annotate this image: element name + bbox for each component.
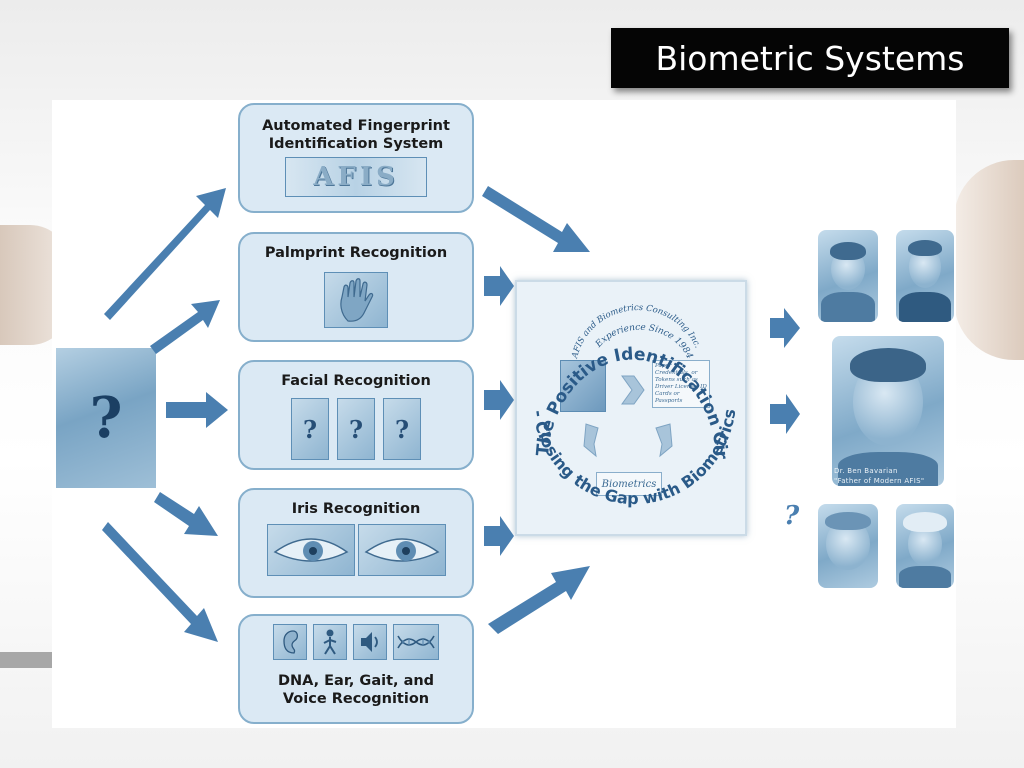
dna-thumbnail <box>393 624 439 660</box>
portrait-caption: Dr. Ben Bavarian "Father of Modern AFIS" <box>834 466 946 486</box>
method-title-dna-line1: DNA, Ear, Gait, and <box>277 673 435 689</box>
slide-title: Biometric Systems <box>611 28 1009 88</box>
eye-icon <box>364 538 439 562</box>
identification-circle-panel <box>515 280 747 536</box>
ear-icon <box>283 630 299 654</box>
eye-thumbnail-right <box>357 524 446 576</box>
portrait-photo-1 <box>818 230 878 322</box>
child-photo <box>818 504 878 588</box>
voice-thumbnail <box>353 624 387 660</box>
method-box-iris: Iris Recognition <box>238 488 474 598</box>
afis-thumbnail-text: AFIS <box>313 162 399 192</box>
palm-icon <box>340 278 374 322</box>
palm-thumbnail <box>324 272 388 328</box>
caption-name: Dr. Ben Bavarian <box>834 467 898 475</box>
portrait-photo-2 <box>896 230 954 322</box>
background-hand-right <box>954 160 1024 360</box>
dna-thumbnails <box>240 624 472 660</box>
afis-thumbnail: AFIS <box>285 157 427 197</box>
speaker-icon <box>361 632 378 652</box>
eye-thumbnail-left <box>266 524 355 576</box>
caption-subtitle: "Father of Modern AFIS" <box>834 477 925 485</box>
biometrics-label-box: Biometrics <box>596 472 662 496</box>
biometrics-label: Biometrics <box>601 478 657 490</box>
slide-title-text: Biometric Systems <box>655 38 965 78</box>
method-box-dna: DNA, Ear, Gait, and Voice Recognition <box>238 614 474 724</box>
method-box-palmprint: Palmprint Recognition <box>238 232 474 342</box>
face-question-mark-2: ? <box>348 414 364 444</box>
method-box-afis: Automated Fingerprint Identification Sys… <box>238 103 474 213</box>
portrait-photo-main <box>832 336 944 486</box>
unknown-question-mark: ? <box>89 385 123 451</box>
eye-icon <box>273 538 348 562</box>
face-thumbnail-3: ? <box>383 398 421 460</box>
ear-thumbnail <box>273 624 307 660</box>
face-thumbnail-2: ? <box>337 398 375 460</box>
face-question-mark-1: ? <box>302 414 318 444</box>
method-title-dna-line2: Voice Recognition <box>282 691 430 707</box>
method-title-dna: DNA, Ear, Gait, and Voice Recognition <box>240 672 472 708</box>
method-title-afis: Automated Fingerprint Identification Sys… <box>240 117 472 153</box>
walking-person-icon <box>323 629 337 655</box>
capped-person-photo <box>896 504 954 588</box>
facial-thumbnails: ? ? ? <box>240 398 472 460</box>
face-thumbnail-1: ? <box>291 398 329 460</box>
unknown-person-image: ? <box>56 348 156 488</box>
diagram-panel <box>52 100 956 728</box>
credential-note: Paper Credentials, or Tokens such as Dri… <box>652 360 710 408</box>
method-title-afis-line1: Automated Fingerprint <box>262 118 450 134</box>
iris-thumbnails <box>240 524 472 576</box>
gait-thumbnail <box>313 624 347 660</box>
method-title-facial: Facial Recognition <box>281 373 431 389</box>
method-title-iris: Iris Recognition <box>291 501 421 517</box>
credential-note-text: Paper Credentials, or Tokens such as Dri… <box>655 363 707 404</box>
method-box-facial: Facial Recognition ? ? ? <box>238 360 474 470</box>
credential-image <box>560 360 606 412</box>
method-title-palmprint: Palmprint Recognition <box>264 245 448 261</box>
dna-helix-icon <box>397 635 435 649</box>
method-title-afis-line2: Identification System <box>268 136 444 152</box>
face-question-mark-3: ? <box>394 414 410 444</box>
